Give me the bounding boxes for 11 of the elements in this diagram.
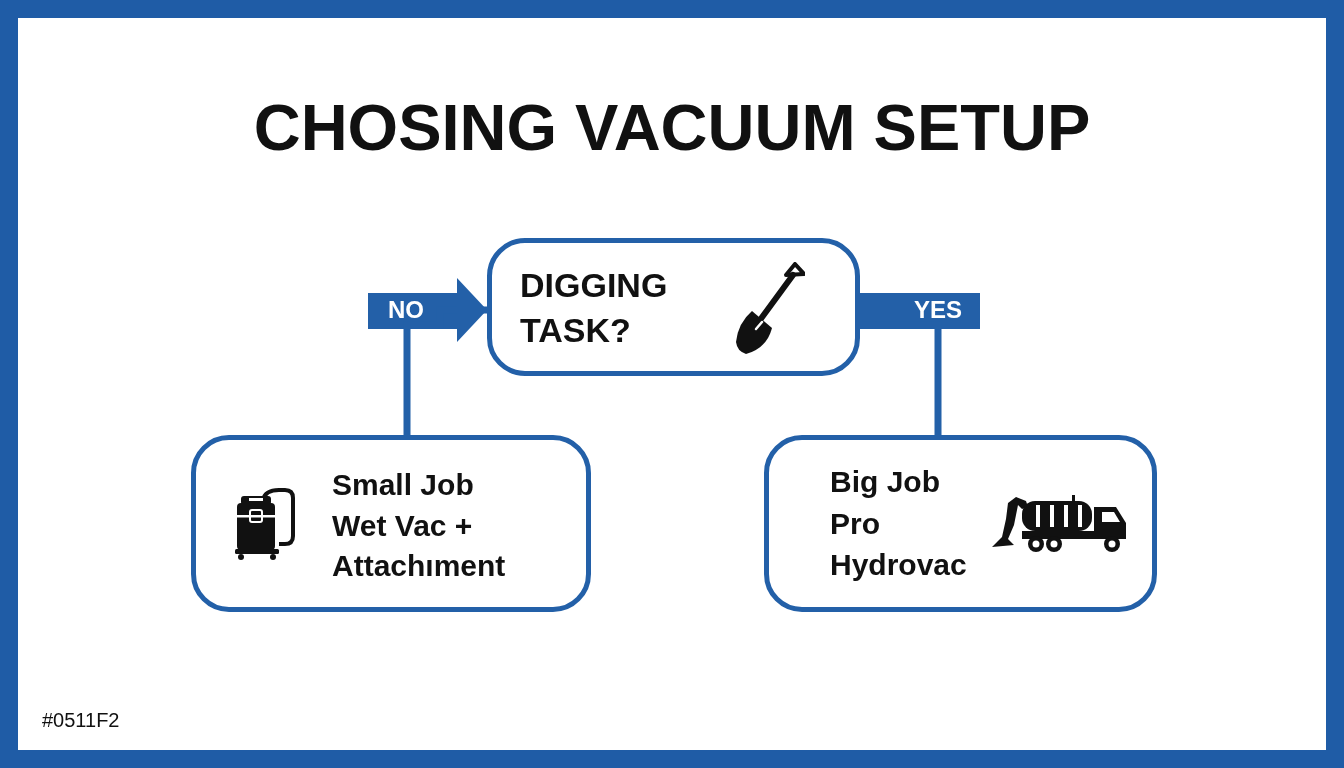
process-box [191,435,591,612]
node-text: DIGGING TASK? [520,265,669,351]
arrow [403,278,487,435]
node-text: Small Job Wet Vac + Attachıment [332,467,507,584]
diagram-title: CHOSING VACUUM SETUP [252,90,1092,166]
edge-label: NO [388,299,424,321]
edge-label: YES [914,299,962,321]
node-text: Big Job Pro Hydrovac [830,464,968,583]
decision-box [487,238,860,376]
process-box [764,435,1157,612]
note-text: #0511F2 [42,708,120,732]
